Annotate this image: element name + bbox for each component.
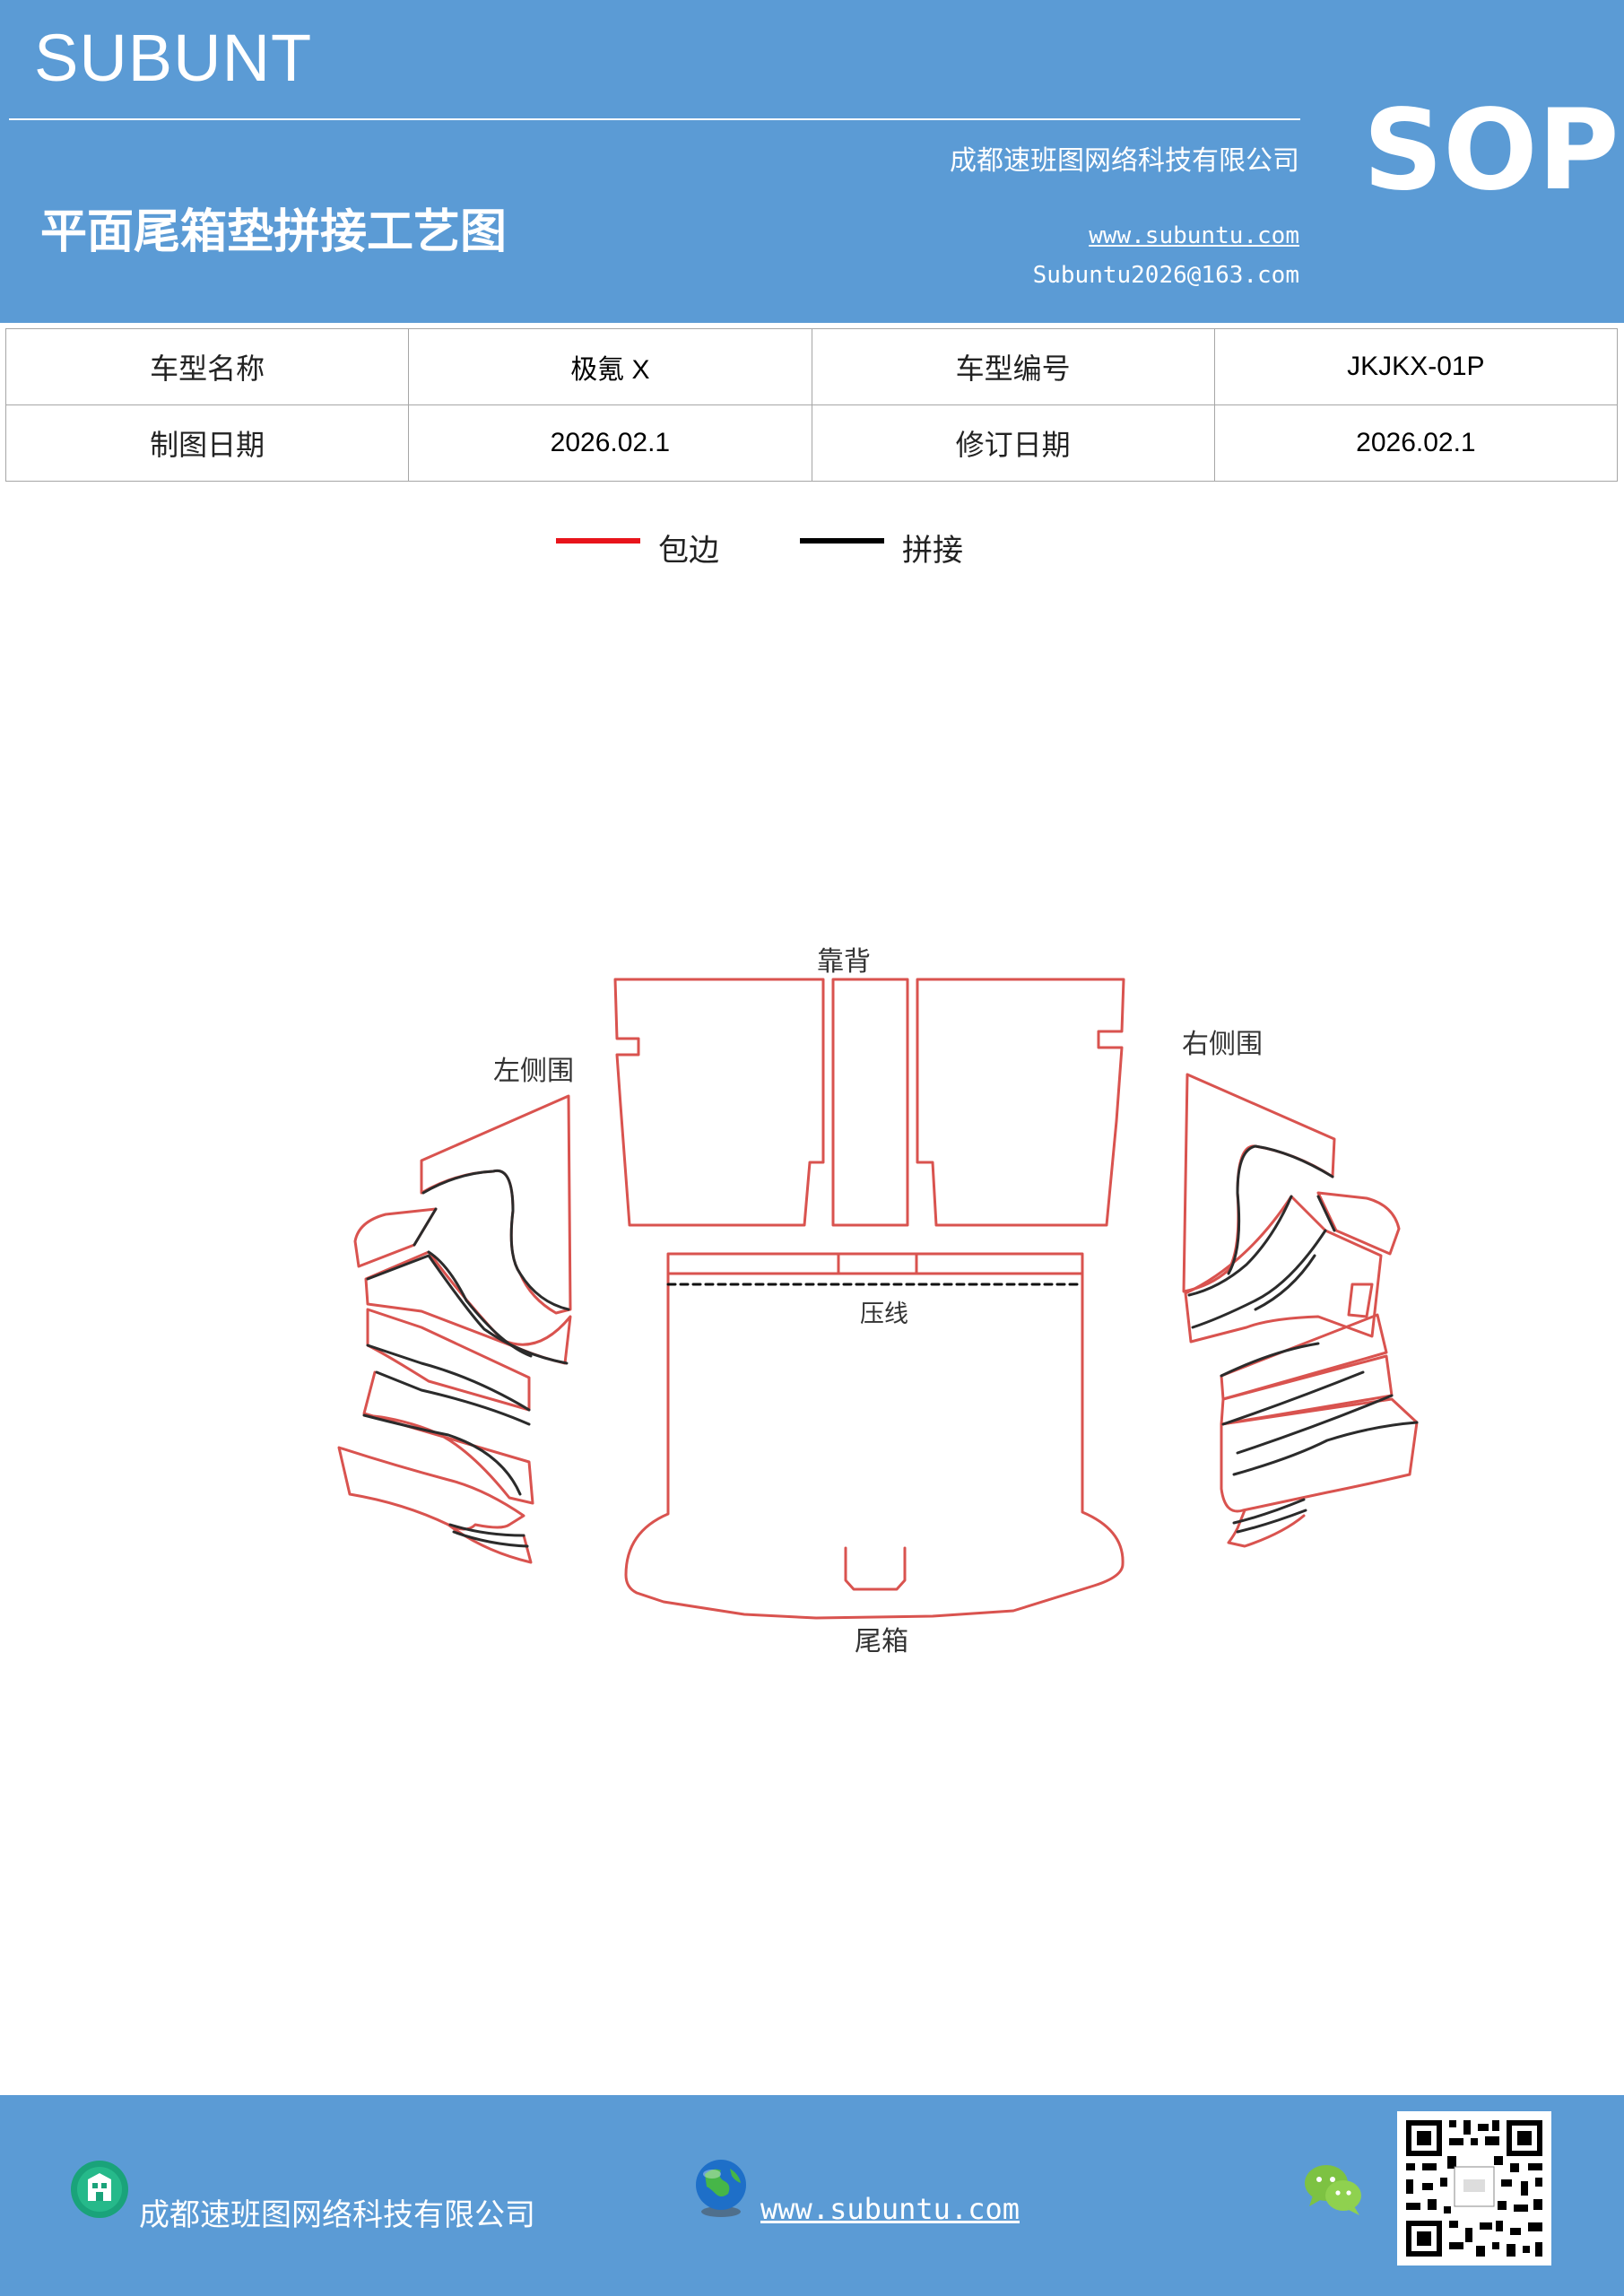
header-divider xyxy=(9,118,1300,120)
table-row: 制图日期 2026.02.1 修订日期 2026.02.1 xyxy=(4,404,1619,482)
right-side-seams xyxy=(1187,1144,1419,1534)
right-side-window xyxy=(1347,1283,1374,1318)
legend-swatch-seam xyxy=(800,538,884,544)
right-side-arch-panel xyxy=(1316,1191,1401,1256)
right-side-strip-panel xyxy=(1220,1354,1394,1426)
left-side-strip-panel xyxy=(362,1370,534,1505)
backrest-middle-panel xyxy=(831,978,909,1227)
right-side-bottom-panel xyxy=(1220,1397,1419,1513)
left-side-lower-panel xyxy=(366,1308,531,1412)
left-side-arch-panel xyxy=(353,1207,438,1268)
right-side-upper-panel xyxy=(1182,1073,1336,1293)
email-address[interactable]: Subuntu2026@163.com xyxy=(1032,262,1299,289)
legend-swatch-binding xyxy=(556,538,640,544)
crease-label: 压线 xyxy=(860,1300,908,1328)
website-link[interactable]: www.subuntu.com xyxy=(1089,222,1299,249)
trunk-floor-seam xyxy=(666,1252,1084,1275)
legend: 包边 拼接 xyxy=(0,526,1624,570)
model-code-value: JKJKX-01P xyxy=(1213,328,1619,405)
wechat-icon xyxy=(1305,2165,1361,2215)
left-side-mid-panel xyxy=(364,1250,572,1365)
left-side-bottom-panel xyxy=(337,1446,525,1531)
qr-code[interactable] xyxy=(1397,2111,1551,2266)
trunk-floor-notch xyxy=(844,1546,907,1591)
left-side-label: 左侧围 xyxy=(493,1056,574,1087)
table-row: 车型名称 极氪 X 车型编号 JKJKX-01P xyxy=(4,328,1619,405)
header-banner: SUBUNT SOP 平面尾箱垫拼接工艺图 成都速班图网络科技有限公司 www.… xyxy=(0,0,1624,323)
footer-banner: 成都速班图网络科技有限公司 www.subuntu.com xyxy=(0,2095,1624,2296)
right-side-label: 右侧围 xyxy=(1182,1029,1263,1060)
sop-badge: SOP xyxy=(1363,86,1620,215)
footer-website-link[interactable]: www.subuntu.com xyxy=(760,2192,1020,2226)
building-icon xyxy=(71,2161,128,2218)
legend-label-binding: 包边 xyxy=(658,533,719,569)
globe-icon xyxy=(696,2160,746,2217)
vehicle-info-table: 车型名称 极氪 X 车型编号 JKJKX-01P 制图日期 2026.02.1 … xyxy=(4,328,1619,482)
trunk-label: 尾箱 xyxy=(855,1626,908,1657)
left-side-tail-panel xyxy=(447,1523,533,1564)
document-title: 平面尾箱垫拼接工艺图 xyxy=(40,205,508,259)
model-name-label: 车型名称 xyxy=(4,328,410,405)
model-code-label: 车型编号 xyxy=(811,328,1215,405)
drawing-date-label: 制图日期 xyxy=(4,404,410,482)
drawing-date-value: 2026.02.1 xyxy=(408,404,812,482)
backrest-right-panel xyxy=(916,978,1125,1227)
footer-company-name: 成都速班图网络科技有限公司 xyxy=(139,2197,535,2233)
revision-date-label: 修订日期 xyxy=(811,404,1215,482)
brand-name: SUBUNT xyxy=(34,21,313,95)
backrest-left-panel xyxy=(613,978,825,1227)
left-side-upper-panel xyxy=(420,1094,572,1315)
revision-date-value: 2026.02.1 xyxy=(1213,404,1619,482)
company-name: 成都速班图网络科技有限公司 xyxy=(950,145,1299,177)
legend-label-seam: 拼接 xyxy=(902,533,963,569)
left-side-seams xyxy=(362,1169,570,1548)
right-side-tail-panel xyxy=(1227,1509,1306,1548)
backrest-label: 靠背 xyxy=(817,946,871,978)
right-side-lower-panel xyxy=(1220,1313,1388,1401)
trunk-floor-panel xyxy=(624,1252,1125,1620)
right-side-mid-panel xyxy=(1184,1195,1383,1344)
model-name-value: 极氪 X xyxy=(408,328,812,405)
